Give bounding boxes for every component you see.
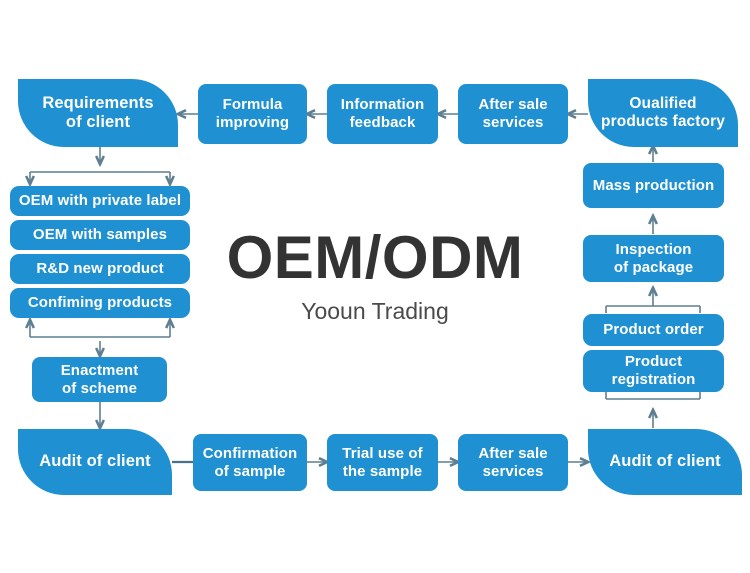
node-mass-production[interactable]: Mass production: [583, 163, 724, 208]
node-rd-new-product[interactable]: R&D new product: [10, 254, 190, 284]
node-audit-of-client-right[interactable]: Audit of client: [588, 429, 742, 495]
node-oem-with-samples[interactable]: OEM with samples: [10, 220, 190, 250]
node-oem-private-label[interactable]: OEM with private label: [10, 186, 190, 216]
wordmark-title: OEM/ODM: [226, 224, 524, 291]
center-wordmark: OEM/ODM Yooun Trading: [205, 228, 545, 323]
node-audit-of-client-left[interactable]: Audit of client: [18, 429, 172, 495]
node-confiming-products[interactable]: Confiming products: [10, 288, 190, 318]
node-product-order[interactable]: Product order: [583, 314, 724, 346]
wordmark-subtitle: Yooun Trading: [301, 298, 449, 324]
